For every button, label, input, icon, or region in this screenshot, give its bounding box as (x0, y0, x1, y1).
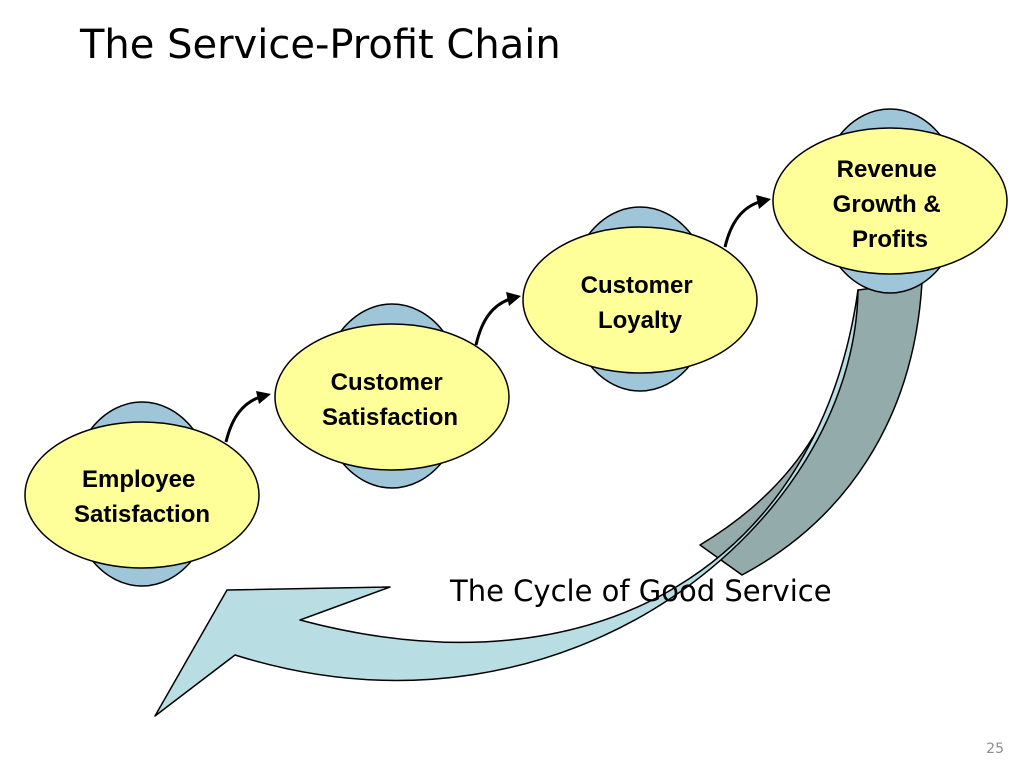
node-label-line: Employee (82, 466, 195, 493)
node-label-line: Revenue (837, 156, 937, 183)
page-number: 25 (986, 741, 1004, 757)
cycle-arrow (154, 289, 859, 717)
node-customer-satisfaction: Customer Satisfaction (274, 303, 510, 489)
node-label-line: Profits (852, 226, 928, 253)
node-employee-satisfaction: Employee Satisfaction (24, 401, 260, 587)
node-label-line: Growth & (833, 191, 941, 218)
connector-arrow-1 (224, 391, 271, 443)
node-label-line: Satisfaction (322, 404, 458, 431)
node-label-line: Satisfaction (74, 501, 210, 528)
node-ellipse (772, 127, 1008, 275)
node-label-line: Customer (331, 369, 443, 396)
cycle-caption: The Cycle of Good Service (450, 574, 832, 608)
node-label-line: Customer (581, 272, 693, 299)
slide-title: The Service-Profit Chain (80, 22, 561, 68)
node-ellipse (274, 323, 510, 471)
node-label: Customer Satisfaction (322, 369, 458, 431)
node-ellipse (522, 226, 758, 374)
connector-arrow-2 (474, 292, 521, 346)
node-revenue-growth-profits: Revenue Growth & Profits (772, 108, 1008, 294)
node-ellipse (24, 421, 260, 569)
node-label: Customer Loyalty (581, 272, 700, 334)
connector-arrow-3 (723, 195, 771, 248)
node-label: Employee Satisfaction (74, 466, 210, 528)
node-label-line: Loyalty (598, 307, 683, 334)
node-label: Revenue Growth & Profits (833, 156, 948, 253)
node-customer-loyalty: Customer Loyalty (522, 206, 758, 392)
